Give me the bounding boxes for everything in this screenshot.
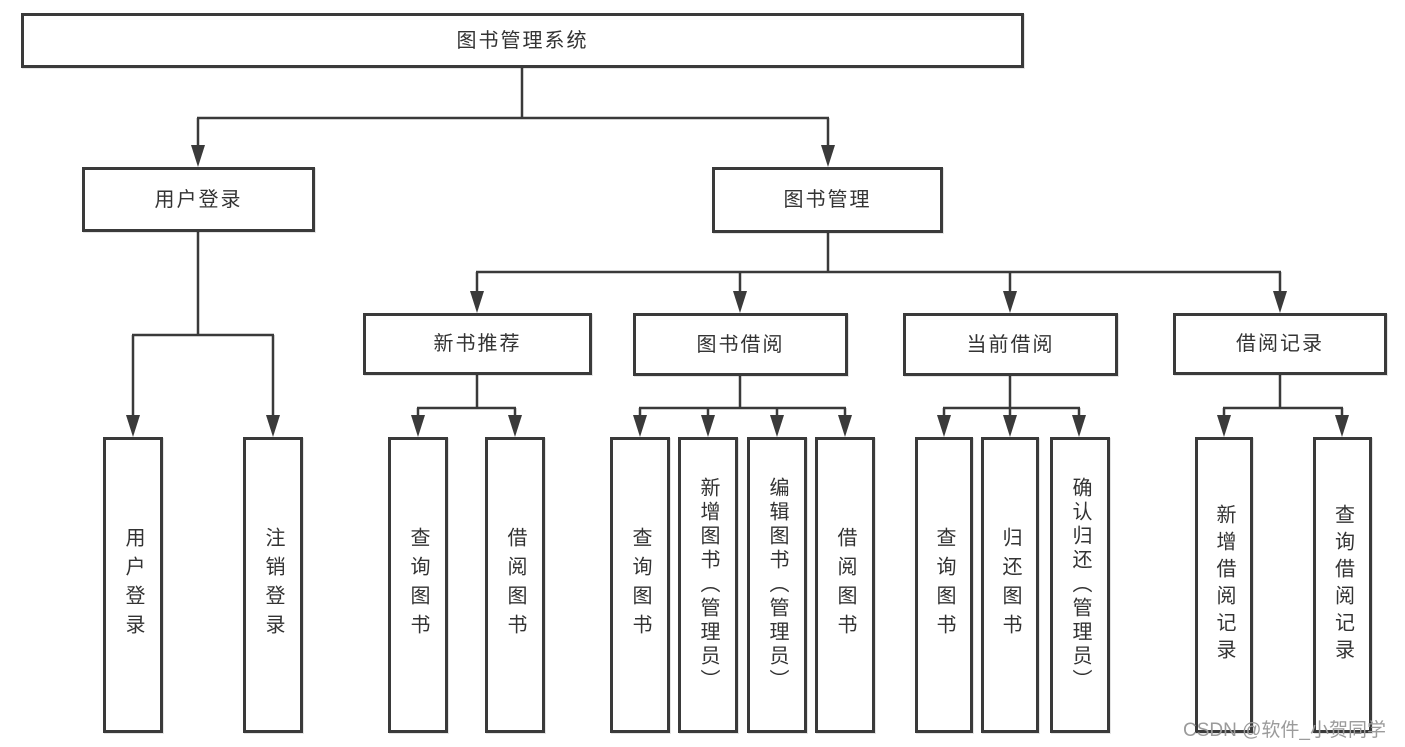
node-leaf-edit-books-admin: 编辑图书（管理员） [747,437,807,733]
node-borrowing-records-label: 借阅记录 [1236,333,1324,355]
node-leaf-query-books-current-label: 查询图书 [933,527,955,643]
node-leaf-query-books-borrowing: 查询图书 [610,437,670,733]
node-leaf-query-books-recommend-label: 查询图书 [407,527,429,643]
node-borrowing-records: 借阅记录 [1173,313,1387,375]
node-leaf-add-borrow-record-label: 新增借阅记录 [1213,504,1235,666]
node-leaf-borrow-books-borrowing-label: 借阅图书 [834,527,856,643]
node-leaf-query-books-recommend: 查询图书 [388,437,448,733]
node-leaf-borrow-books-recommend-label: 借阅图书 [504,527,526,643]
node-leaf-query-borrow-record-label: 查询借阅记录 [1331,504,1354,666]
node-leaf-borrow-books-borrowing: 借阅图书 [815,437,875,733]
node-book-borrowing: 图书借阅 [633,313,848,376]
node-leaf-query-borrow-record: 查询借阅记录 [1313,437,1372,733]
node-leaf-add-borrow-record: 新增借阅记录 [1195,437,1253,733]
node-leaf-edit-books-admin-label: 编辑图书（管理员） [766,477,788,693]
node-book-borrowing-label: 图书借阅 [696,333,785,356]
node-leaf-query-books-borrowing-label: 查询图书 [629,527,651,643]
node-leaf-user-login-action-label: 用户登录 [122,527,144,643]
node-leaf-user-login-action: 用户登录 [103,437,163,733]
node-leaf-return-books-label: 归还图书 [999,527,1021,643]
node-user-login: 用户登录 [82,167,315,232]
node-new-book-recommendation-label: 新书推荐 [433,333,522,355]
node-leaf-logout-action-label: 注销登录 [262,527,284,643]
node-leaf-confirm-return-admin-label: 确认归还（管理员） [1069,477,1091,693]
node-new-book-recommendation: 新书推荐 [363,313,592,375]
node-leaf-add-books-admin-label: 新增图书（管理员） [697,477,719,693]
node-leaf-query-books-current: 查询图书 [915,437,973,733]
node-book-management: 图书管理 [712,167,943,233]
node-leaf-borrow-books-recommend: 借阅图书 [485,437,545,733]
node-leaf-add-books-admin: 新增图书（管理员） [678,437,738,733]
node-user-login-label: 用户登录 [154,188,243,211]
node-leaf-return-books: 归还图书 [981,437,1039,733]
node-root: 图书管理系统 [21,13,1024,68]
node-root-label: 图书管理系统 [456,29,589,52]
arrowheads [126,145,1349,437]
node-current-borrowing-label: 当前借阅 [966,333,1055,356]
node-leaf-logout-action: 注销登录 [243,437,303,733]
node-current-borrowing: 当前借阅 [903,313,1118,376]
node-book-management-label: 图书管理 [783,189,872,211]
watermark: CSDN @软件_小贺同学 [1183,720,1386,741]
node-leaf-confirm-return-admin: 确认归还（管理员） [1050,437,1110,733]
